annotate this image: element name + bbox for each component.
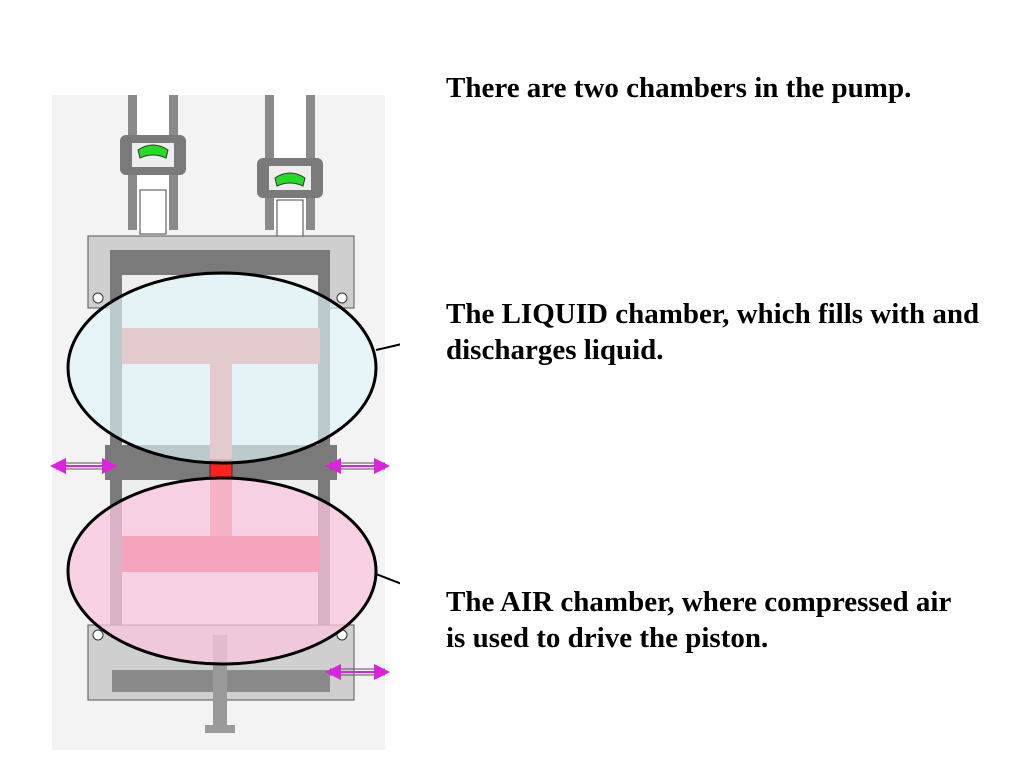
intro-caption: There are two chambers in the pump. (446, 72, 912, 104)
inlet-valve-housing (120, 95, 186, 235)
air-chamber-caption: The AIR chamber, where compressed air is… (446, 586, 951, 654)
pump-diagram (50, 95, 400, 750)
liquid-pointer-line (375, 343, 400, 351)
right-air-line (325, 458, 390, 474)
air-pointer-line (375, 573, 400, 585)
bottom-air-line (325, 664, 390, 680)
air-chamber-highlight (66, 476, 378, 666)
outlet-valve-housing (257, 95, 323, 245)
liquid-chamber-caption: The LIQUID chamber, which fills with and… (446, 298, 980, 366)
inlet-valve-ball (137, 144, 169, 159)
left-air-line (50, 458, 118, 474)
liquid-chamber-highlight (66, 271, 378, 465)
outlet-valve-ball (274, 172, 306, 187)
